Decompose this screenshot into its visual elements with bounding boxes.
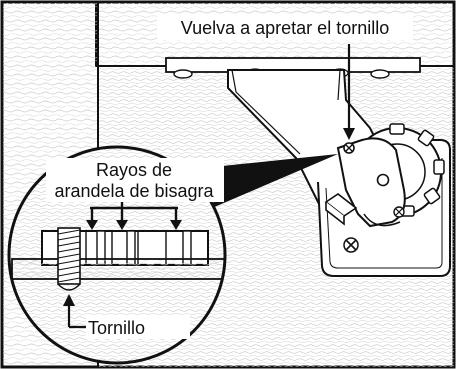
retighten-pointer bbox=[343, 44, 355, 140]
retighten-label-bg bbox=[157, 14, 413, 40]
rays-pointer bbox=[86, 190, 182, 230]
screw-pointer bbox=[63, 294, 86, 329]
hinge-pin-block bbox=[324, 193, 358, 226]
rays-label-bg bbox=[46, 158, 224, 202]
screw-label: Tornillo bbox=[88, 318, 145, 338]
cam-screw-icon bbox=[393, 206, 405, 218]
plate-screw-icon bbox=[343, 237, 359, 253]
detail-screw bbox=[57, 227, 81, 291]
retighten-label: Vuelva a apretar el tornillo bbox=[181, 18, 389, 38]
rays-label-line1: Rayos de bbox=[96, 160, 172, 180]
rays-label-line2: arandela de bisagra bbox=[54, 181, 214, 201]
hinge-cam bbox=[324, 137, 406, 228]
retighten-screw-icon bbox=[343, 142, 355, 154]
callout-wedge bbox=[212, 154, 338, 208]
screw-label-bg bbox=[86, 315, 190, 339]
